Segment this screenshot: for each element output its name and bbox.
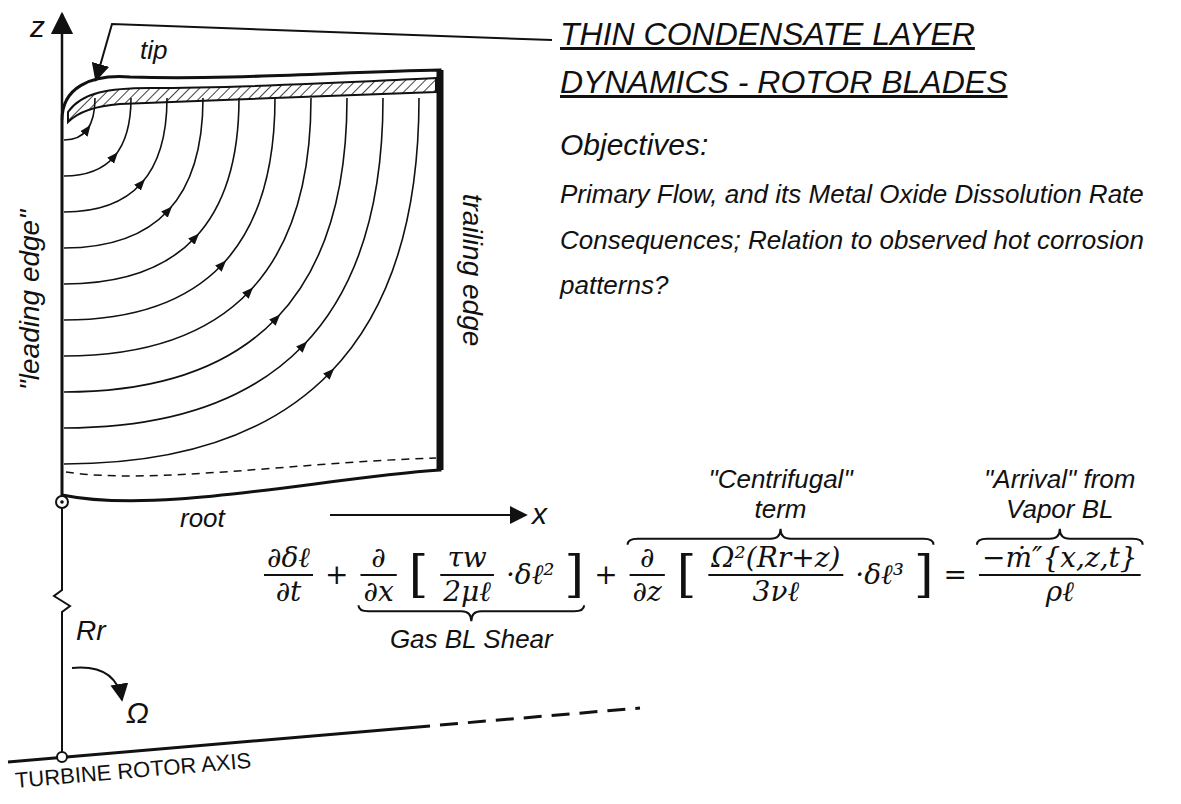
root-point [56,496,68,508]
trailing-edge-line [437,70,444,470]
equation-symbol: ] [914,546,934,604]
equation-symbol: ·δℓ³ [855,559,904,591]
part-label: root [180,504,225,534]
radius-line [54,508,70,752]
blade-outline [62,70,440,501]
rotation-arrow [72,668,122,700]
axis-name: TURBINE ROTOR AXIS [14,748,252,793]
x-axis [330,514,526,516]
objectives-text: Primary Flow, and its Metal Oxide Dissol… [560,172,1170,309]
equation-symbol: [ [677,546,697,604]
term-label: "Arrival" from Vapor BL [960,465,1160,525]
equation-symbol: 3νℓ [753,576,800,608]
radius-label: Rr [76,615,106,647]
term-label: Gas BL Shear [390,625,553,655]
objectives-heading: Objectives: [560,128,708,163]
equation-symbol: ] [565,546,585,604]
tip-condensate [68,78,436,122]
equation-symbol: τw [447,542,486,574]
equation-symbol: ∂ [371,542,385,574]
part-label: trailing edge [456,194,488,347]
equation-symbol: + [594,559,617,591]
equation-symbol: Ω²(Rr+z) [711,542,840,574]
term-label: "Centrifugal" term [686,465,876,525]
streamlines [64,98,419,464]
rotor-axis-dashed [440,708,640,725]
part-label: tip [140,36,167,66]
equation-symbol: [ [409,546,429,604]
axis-label: z [30,10,45,45]
equation-symbol: ∂ [640,542,654,574]
equation-symbol: ·δℓ² [506,559,555,591]
title-leader [96,24,552,80]
equation-symbol: −ṁ″{x,z,t} [982,542,1138,574]
part-label: "leading edge" [14,210,46,390]
omega-label: Ω [126,696,149,731]
title: THIN CONDENSATE LAYER DYNAMICS - ROTOR B… [560,10,1140,106]
axis-label: x [532,497,547,532]
equation-symbol: ∂z [633,576,662,608]
equation-symbol: + [325,559,348,591]
root-dot [60,500,64,504]
equation-symbol: ∂x [363,576,393,608]
axis-point [57,752,67,762]
equation-symbol: = [943,559,966,591]
equation-symbol: ρℓ [1046,576,1074,608]
equation-symbol: ∂t [276,576,302,608]
equation-symbol: ∂δℓ [267,542,310,574]
equation-symbol: 2μℓ [443,576,491,608]
z-axis [61,14,64,120]
